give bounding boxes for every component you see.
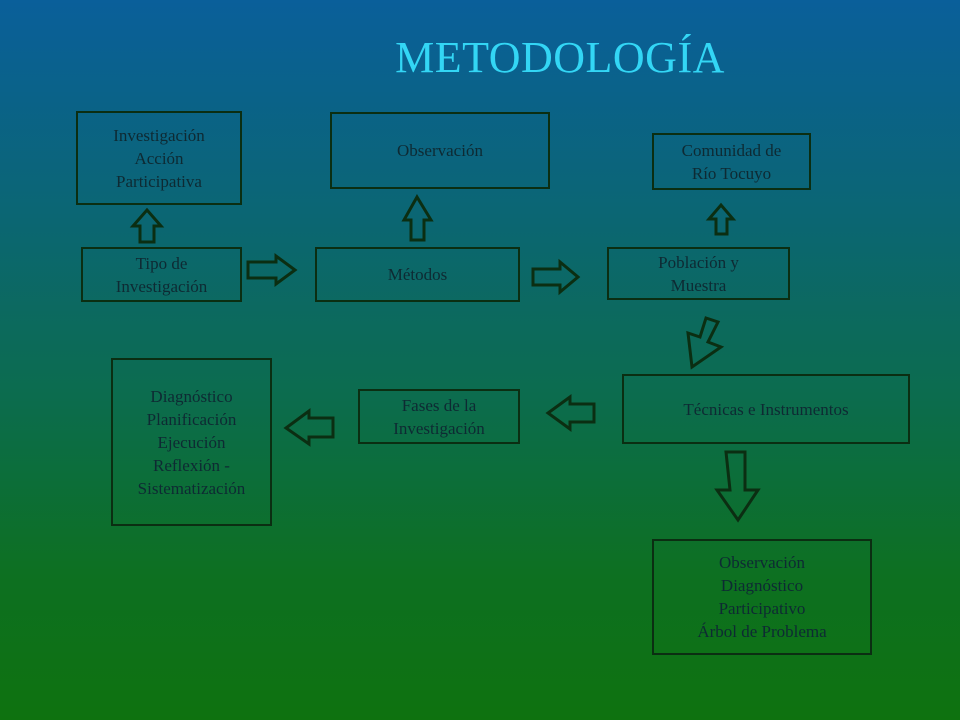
box-diagnostico-sistematizacion: Diagnóstico Planificación Ejecución Refl… (111, 358, 272, 526)
box-line: Diagnóstico (150, 386, 233, 406)
arrow-up-metodos-to-observacion (401, 194, 434, 242)
box-line: Participativo (718, 599, 806, 618)
box-line: Planificación (146, 409, 237, 429)
arrow-down-tecnicas-to-observacion (714, 450, 761, 523)
arrow-up-poblacion-to-comunidad (705, 202, 737, 236)
box-line: Población y (658, 252, 739, 272)
box-line: Observación (719, 553, 805, 572)
box-fases-de-la-investigacion: Fases de la Investigación (358, 389, 520, 444)
box-tecnicas-e-instrumentos: Técnicas e Instrumentos (622, 374, 910, 444)
box-line: Fases de la (401, 395, 477, 415)
box-line: Ejecución (157, 432, 226, 452)
box-line: Técnicas e Instrumentos (683, 399, 849, 419)
box-line: Sistematización (137, 478, 246, 498)
box-line: Tipo de (135, 253, 188, 273)
box-tipo-de-investigacion: Tipo de Investigación (81, 247, 242, 302)
arrow-down-poblacion-to-tecnicas (686, 316, 725, 370)
arrow-up-tipo-to-iap (129, 207, 165, 244)
box-metodos: Métodos (315, 247, 520, 302)
box-line: Árbol de Problema (697, 622, 827, 641)
box-line: Métodos (387, 265, 448, 284)
arrow-left-tecnicas-to-fases (545, 394, 596, 432)
box-line: Acción (134, 148, 184, 168)
box-line: Comunidad de (681, 140, 782, 160)
box-line: Investigación (115, 276, 208, 296)
arrow-right-metodos-to-poblacion (531, 258, 581, 296)
box-line: Observación (397, 141, 483, 160)
box-observacion-top: Observación (330, 112, 550, 189)
box-poblacion-y-muestra: Población y Muestra (607, 247, 790, 300)
box-line: Investigación (393, 418, 485, 438)
box-line: Reflexión - (153, 455, 230, 475)
box-line: Diagnóstico (720, 576, 804, 595)
box-line: Río Tocuyo (691, 163, 772, 183)
box-line: Muestra (670, 275, 727, 295)
box-investigacion-accion-participativa: Investigación Acción Participativa (76, 111, 242, 205)
box-line: Participativa (116, 171, 202, 191)
box-observacion-arbol-de-problema: Observación Diagnóstico Participativo Ár… (652, 539, 872, 655)
arrow-right-tipo-to-metodos (246, 253, 298, 287)
box-line: Investigación (113, 125, 205, 145)
slide-title: METODOLOGÍA (395, 33, 725, 82)
arrow-left-fases-to-diagnostico (283, 408, 335, 447)
box-comunidad-rio-tocuyo: Comunidad de Río Tocuyo (652, 133, 811, 190)
